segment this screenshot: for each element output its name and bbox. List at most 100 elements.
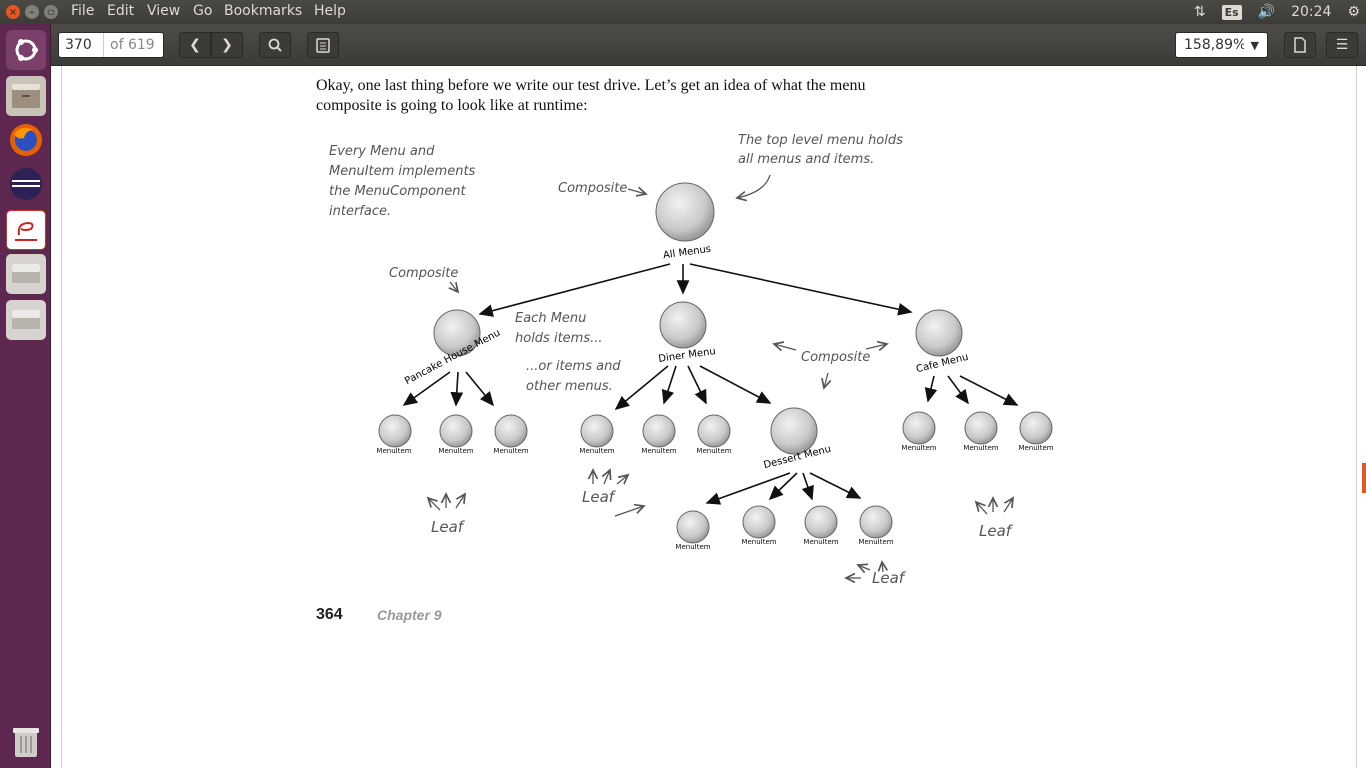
files-icon[interactable] [6, 76, 46, 116]
tree-edges [402, 263, 1019, 505]
menu-item-node [1019, 411, 1053, 445]
menu-item-node [697, 414, 731, 448]
menu-item-nodes [378, 411, 1053, 544]
menu-bookmarks[interactable]: Bookmarks [224, 3, 303, 19]
leaf-note: Leaf [872, 569, 907, 587]
pancake-house-menu-node [433, 309, 481, 357]
menu-view[interactable]: View [147, 3, 181, 19]
chapter-footer: Chapter 9 [377, 607, 442, 623]
chevron-right-icon: ❯ [221, 37, 233, 53]
zoom-value: 158,89% [1184, 37, 1244, 53]
leaf-note: Leaf [582, 488, 617, 506]
launcher-sidebar [0, 24, 51, 768]
annotations-button[interactable] [307, 32, 339, 58]
zoom-select[interactable]: 158,89% ▼ [1175, 32, 1268, 58]
annotation-arrows [428, 174, 1013, 578]
minimize-window-button[interactable]: – [25, 5, 39, 19]
menu-item-label: MenuItem [741, 538, 776, 546]
page-number-field[interactable]: 370 of 619 [58, 32, 164, 58]
intro-paragraph: Okay, one last thing before we write our… [316, 77, 866, 114]
each-menu-note: Each Menu holds items... [515, 311, 603, 346]
menu-edit[interactable]: Edit [107, 3, 135, 19]
menu-item-node [494, 414, 528, 448]
dessert-menu-node [770, 407, 818, 455]
menu-item-label: MenuItem [376, 447, 411, 455]
menu-item-node [676, 510, 710, 544]
document-properties-button[interactable] [1284, 32, 1316, 58]
page-total-label: of 619 [110, 37, 155, 53]
leaf-note: Leaf [431, 518, 466, 536]
menu-item-labels: MenuItem MenuItem MenuItem MenuItem Menu… [376, 444, 1053, 551]
top-level-note: The top level menu holds all menus and i… [738, 133, 903, 167]
all-menus-node [655, 182, 715, 242]
interface-note: Every Menu and MenuItem implements the M… [329, 144, 476, 219]
menu-item-label: MenuItem [641, 447, 676, 455]
close-window-button[interactable]: × [6, 5, 20, 19]
or-items-note: ...or items and other menus. [526, 359, 621, 394]
menu-item-node [964, 411, 998, 445]
ubuntu-dash-icon[interactable] [6, 30, 46, 70]
system-tray: ⇅ Es 🔊 20:24 ⚙ [1194, 0, 1366, 24]
menu-item-label: MenuItem [579, 447, 614, 455]
page-number-input[interactable]: 370 [59, 33, 104, 57]
network-icon[interactable]: ⇅ [1193, 4, 1206, 20]
trash-icon[interactable] [6, 722, 46, 762]
cafe-menu-node [915, 309, 963, 357]
all-menus-label: All Menus [662, 244, 711, 262]
search-button[interactable] [259, 32, 291, 58]
menu-item-label: MenuItem [858, 538, 893, 546]
eclipse-icon[interactable] [6, 164, 46, 204]
composite-note: Composite [389, 266, 458, 281]
page-number-footer: 364 [316, 606, 343, 623]
hamburger-menu-button[interactable]: ☰ [1326, 32, 1358, 58]
menu-file[interactable]: File [71, 3, 95, 19]
menu-item-label: MenuItem [901, 444, 936, 452]
menu-item-node [902, 411, 936, 445]
menu-item-node [439, 414, 473, 448]
diner-menu-node [659, 301, 707, 349]
search-icon [268, 38, 282, 52]
menu-item-label: MenuItem [1018, 444, 1053, 452]
volume-icon[interactable]: 🔊 [1257, 4, 1276, 20]
menu-item-label: MenuItem [803, 538, 838, 546]
menu-item-node [742, 505, 776, 539]
document-icon [1294, 37, 1306, 53]
firefox-icon[interactable] [6, 120, 46, 160]
menu-help[interactable]: Help [314, 3, 346, 19]
document-viewer-icon[interactable] [6, 210, 46, 250]
clock[interactable]: 20:24 [1291, 4, 1332, 20]
settings-gear-icon[interactable]: ⚙ [1347, 4, 1360, 20]
drive-icon[interactable] [6, 300, 46, 340]
menu-item-node [378, 414, 412, 448]
menu-item-node [580, 414, 614, 448]
top-menu-bar: × – ▫ File Edit View Go Bookmarks Help ⇅… [0, 0, 1366, 24]
menu-item-label: MenuItem [963, 444, 998, 452]
leaf-note: Leaf [979, 522, 1014, 540]
menu-item-node [804, 505, 838, 539]
diner-menu-label: Diner Menu [658, 346, 717, 365]
menu-item-label: MenuItem [696, 447, 731, 455]
chevron-left-icon: ❮ [189, 37, 201, 53]
chevron-down-icon: ▼ [1250, 38, 1259, 52]
composite-note: Composite [801, 350, 870, 365]
drive-icon[interactable] [6, 254, 46, 294]
menu-go[interactable]: Go [193, 3, 213, 19]
hamburger-icon: ☰ [1335, 37, 1349, 53]
page-right-edge [1356, 66, 1357, 768]
menu-item-node [859, 505, 893, 539]
notepad-icon [316, 38, 330, 53]
next-page-button[interactable]: ❯ [211, 32, 243, 58]
menu-item-label: MenuItem [493, 447, 528, 455]
page-left-edge [61, 66, 62, 768]
maximize-window-button[interactable]: ▫ [44, 5, 58, 19]
viewer-toolbar: 370 of 619 ❮ ❯ 158,89% ▼ ☰ [51, 24, 1366, 66]
menu-item-node [642, 414, 676, 448]
scrollbar-thumb[interactable] [1362, 463, 1366, 493]
menu-item-label: MenuItem [675, 543, 710, 551]
previous-page-button[interactable]: ❮ [179, 32, 211, 58]
annotations: Composite Composite Composite Leaf Leaf … [389, 181, 1014, 587]
menu-item-label: MenuItem [438, 447, 473, 455]
composite-note: Composite [558, 181, 627, 196]
keyboard-layout-indicator[interactable]: Es [1221, 4, 1242, 20]
